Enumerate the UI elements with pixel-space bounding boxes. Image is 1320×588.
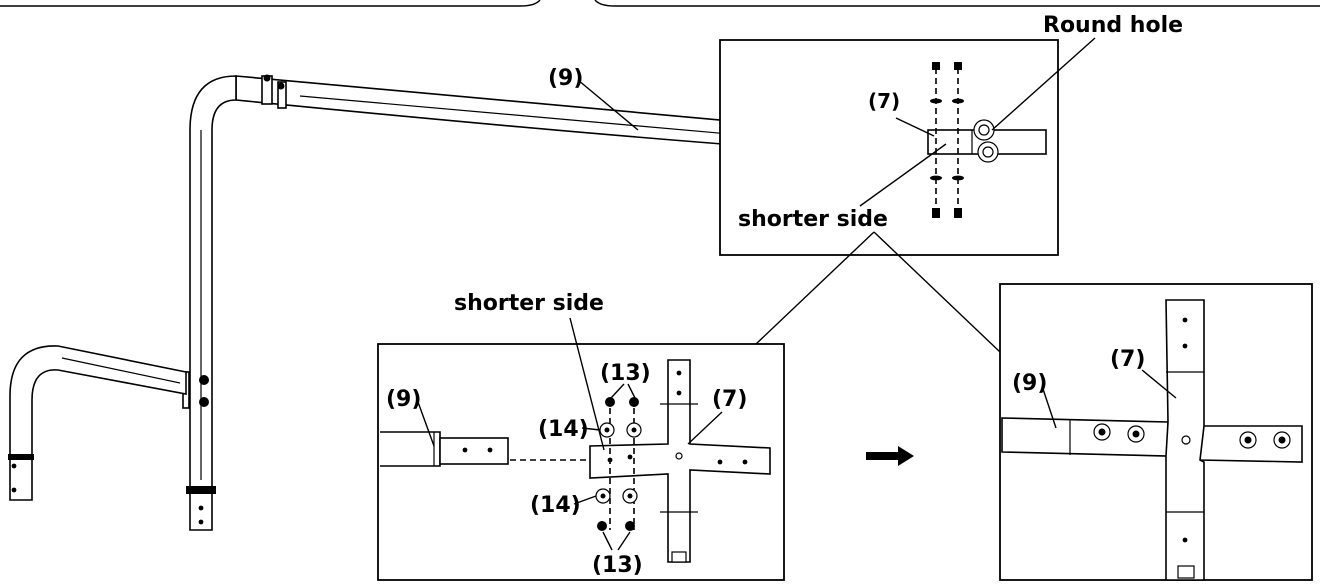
main-frame: (9) xyxy=(8,66,928,531)
label-part-7-assembled: (7) xyxy=(1110,347,1145,372)
label-part-7-exploded: (7) xyxy=(712,387,747,412)
leader-part-14-top xyxy=(581,427,601,431)
assembled-bolt-3-center xyxy=(1244,436,1252,444)
inset-top-washer-1 xyxy=(930,98,942,104)
exploded-washer-14-b-center xyxy=(631,427,637,433)
exploded-bolt-13-c xyxy=(597,521,607,531)
exploded-cross-7-hole-1 xyxy=(676,370,682,376)
exploded-cross-7-hole-3 xyxy=(627,454,633,460)
exploded-cross-7-hole-6 xyxy=(742,459,748,465)
leader-part-13-top-a xyxy=(610,383,625,399)
assembled-bolt-2-center xyxy=(1132,430,1140,438)
round-hole-2-inner xyxy=(982,146,994,158)
label-part-13-top: (13) xyxy=(600,361,651,386)
exploded-tube-9-hole-2 xyxy=(487,447,493,453)
post-bolt-2 xyxy=(199,397,209,407)
inset-exploded-view: (9) shorter side (13) (14) (14) (13) (7) xyxy=(377,291,785,581)
exploded-tube-9-hole-1 xyxy=(462,447,468,453)
label-part-14-top: (14) xyxy=(538,417,589,442)
label-part-9-exploded: (9) xyxy=(386,387,421,412)
leader-part-9-assembled xyxy=(1041,385,1057,429)
leg-band xyxy=(8,454,34,460)
leader-part-13-bottom-a xyxy=(602,531,613,551)
assembled-hole-top-1 xyxy=(1182,317,1188,323)
exploded-cross-7 xyxy=(589,359,771,563)
round-hole-1-inner xyxy=(978,124,990,136)
inset-top-washer-3 xyxy=(930,175,942,181)
label-part-7-top: (7) xyxy=(868,89,900,113)
inset-top-washer-2 xyxy=(952,98,964,104)
exploded-bolt-13-b xyxy=(629,397,639,407)
joint-ring-b xyxy=(277,81,287,109)
leader-part-13-top-b xyxy=(627,383,636,399)
exploded-cross-7-hole-5 xyxy=(717,459,723,465)
zoom-line-left xyxy=(755,231,875,345)
exploded-cross-7-square xyxy=(671,551,687,563)
bolt-head-a xyxy=(263,74,271,82)
exploded-cross-7-center xyxy=(675,452,683,460)
inset-top-detail: (7) Round hole shorter side xyxy=(719,13,1183,256)
top-left-panel-edge xyxy=(0,0,541,7)
zoom-line-right xyxy=(873,231,1001,353)
assembled-hole-top-2 xyxy=(1182,343,1188,349)
exploded-washer-14-c-center xyxy=(600,493,606,499)
side-tube-highlight xyxy=(61,357,181,384)
inset-top-bolt-4 xyxy=(954,208,962,218)
bolt-head-b xyxy=(277,82,285,90)
label-round-hole: Round hole xyxy=(1043,13,1183,38)
leader-shorter-side-bottom xyxy=(569,317,605,451)
label-shorter-side-bottom: shorter side xyxy=(454,291,604,316)
assembled-bolt-4-center xyxy=(1278,436,1286,444)
leader-part-14-bottom xyxy=(573,495,597,505)
arrow-right-icon xyxy=(866,446,914,466)
post-band xyxy=(186,486,216,494)
label-part-14-bottom: (14) xyxy=(530,493,581,518)
inset-assembled-view: (9) (7) xyxy=(999,283,1313,581)
assembled-hole-bottom-1 xyxy=(1182,537,1188,543)
exploded-tube-9-insert xyxy=(439,437,509,465)
leader-round-hole xyxy=(991,37,1096,131)
exploded-washer-14-d-center xyxy=(627,493,633,499)
label-part-9-main: (9) xyxy=(548,66,583,91)
assembled-bolt-1-center xyxy=(1098,428,1106,436)
label-part-13-bottom: (13) xyxy=(592,553,643,578)
post-hole-1 xyxy=(198,505,204,511)
inset-top-bolt-1 xyxy=(932,62,940,70)
vertical-post xyxy=(189,75,237,531)
exploded-bolt-13-d xyxy=(625,521,635,531)
assembled-square-end xyxy=(1177,565,1195,579)
leg-hole-1 xyxy=(11,463,17,469)
leader-part-7-exploded xyxy=(687,411,723,445)
inset-top-bolt-3 xyxy=(932,208,940,218)
exploded-bolt-13-a xyxy=(605,397,615,407)
inset-top-bolt-2 xyxy=(954,62,962,70)
leg-hole-2 xyxy=(11,487,17,493)
label-part-9-assembled: (9) xyxy=(1012,371,1047,396)
leader-part-9-exploded xyxy=(417,401,435,447)
leader-part-13-bottom-b xyxy=(617,531,631,551)
label-shorter-side-top: shorter side xyxy=(738,207,888,232)
post-hole-2 xyxy=(198,519,204,525)
leader-part-9-main xyxy=(577,79,639,131)
assembled-center-hole xyxy=(1181,435,1191,445)
inset-top-washer-4 xyxy=(952,175,964,181)
exploded-cross-7-hole-2 xyxy=(676,390,682,396)
post-bolt-1 xyxy=(199,375,209,385)
leader-part-7-top xyxy=(895,117,935,137)
exploded-washer-14-a-center xyxy=(604,427,610,433)
leader-shorter-side-top xyxy=(859,143,947,207)
top-right-panel-edge xyxy=(594,0,1320,7)
side-tube xyxy=(9,345,187,501)
leader-part-7-assembled xyxy=(1141,369,1177,399)
